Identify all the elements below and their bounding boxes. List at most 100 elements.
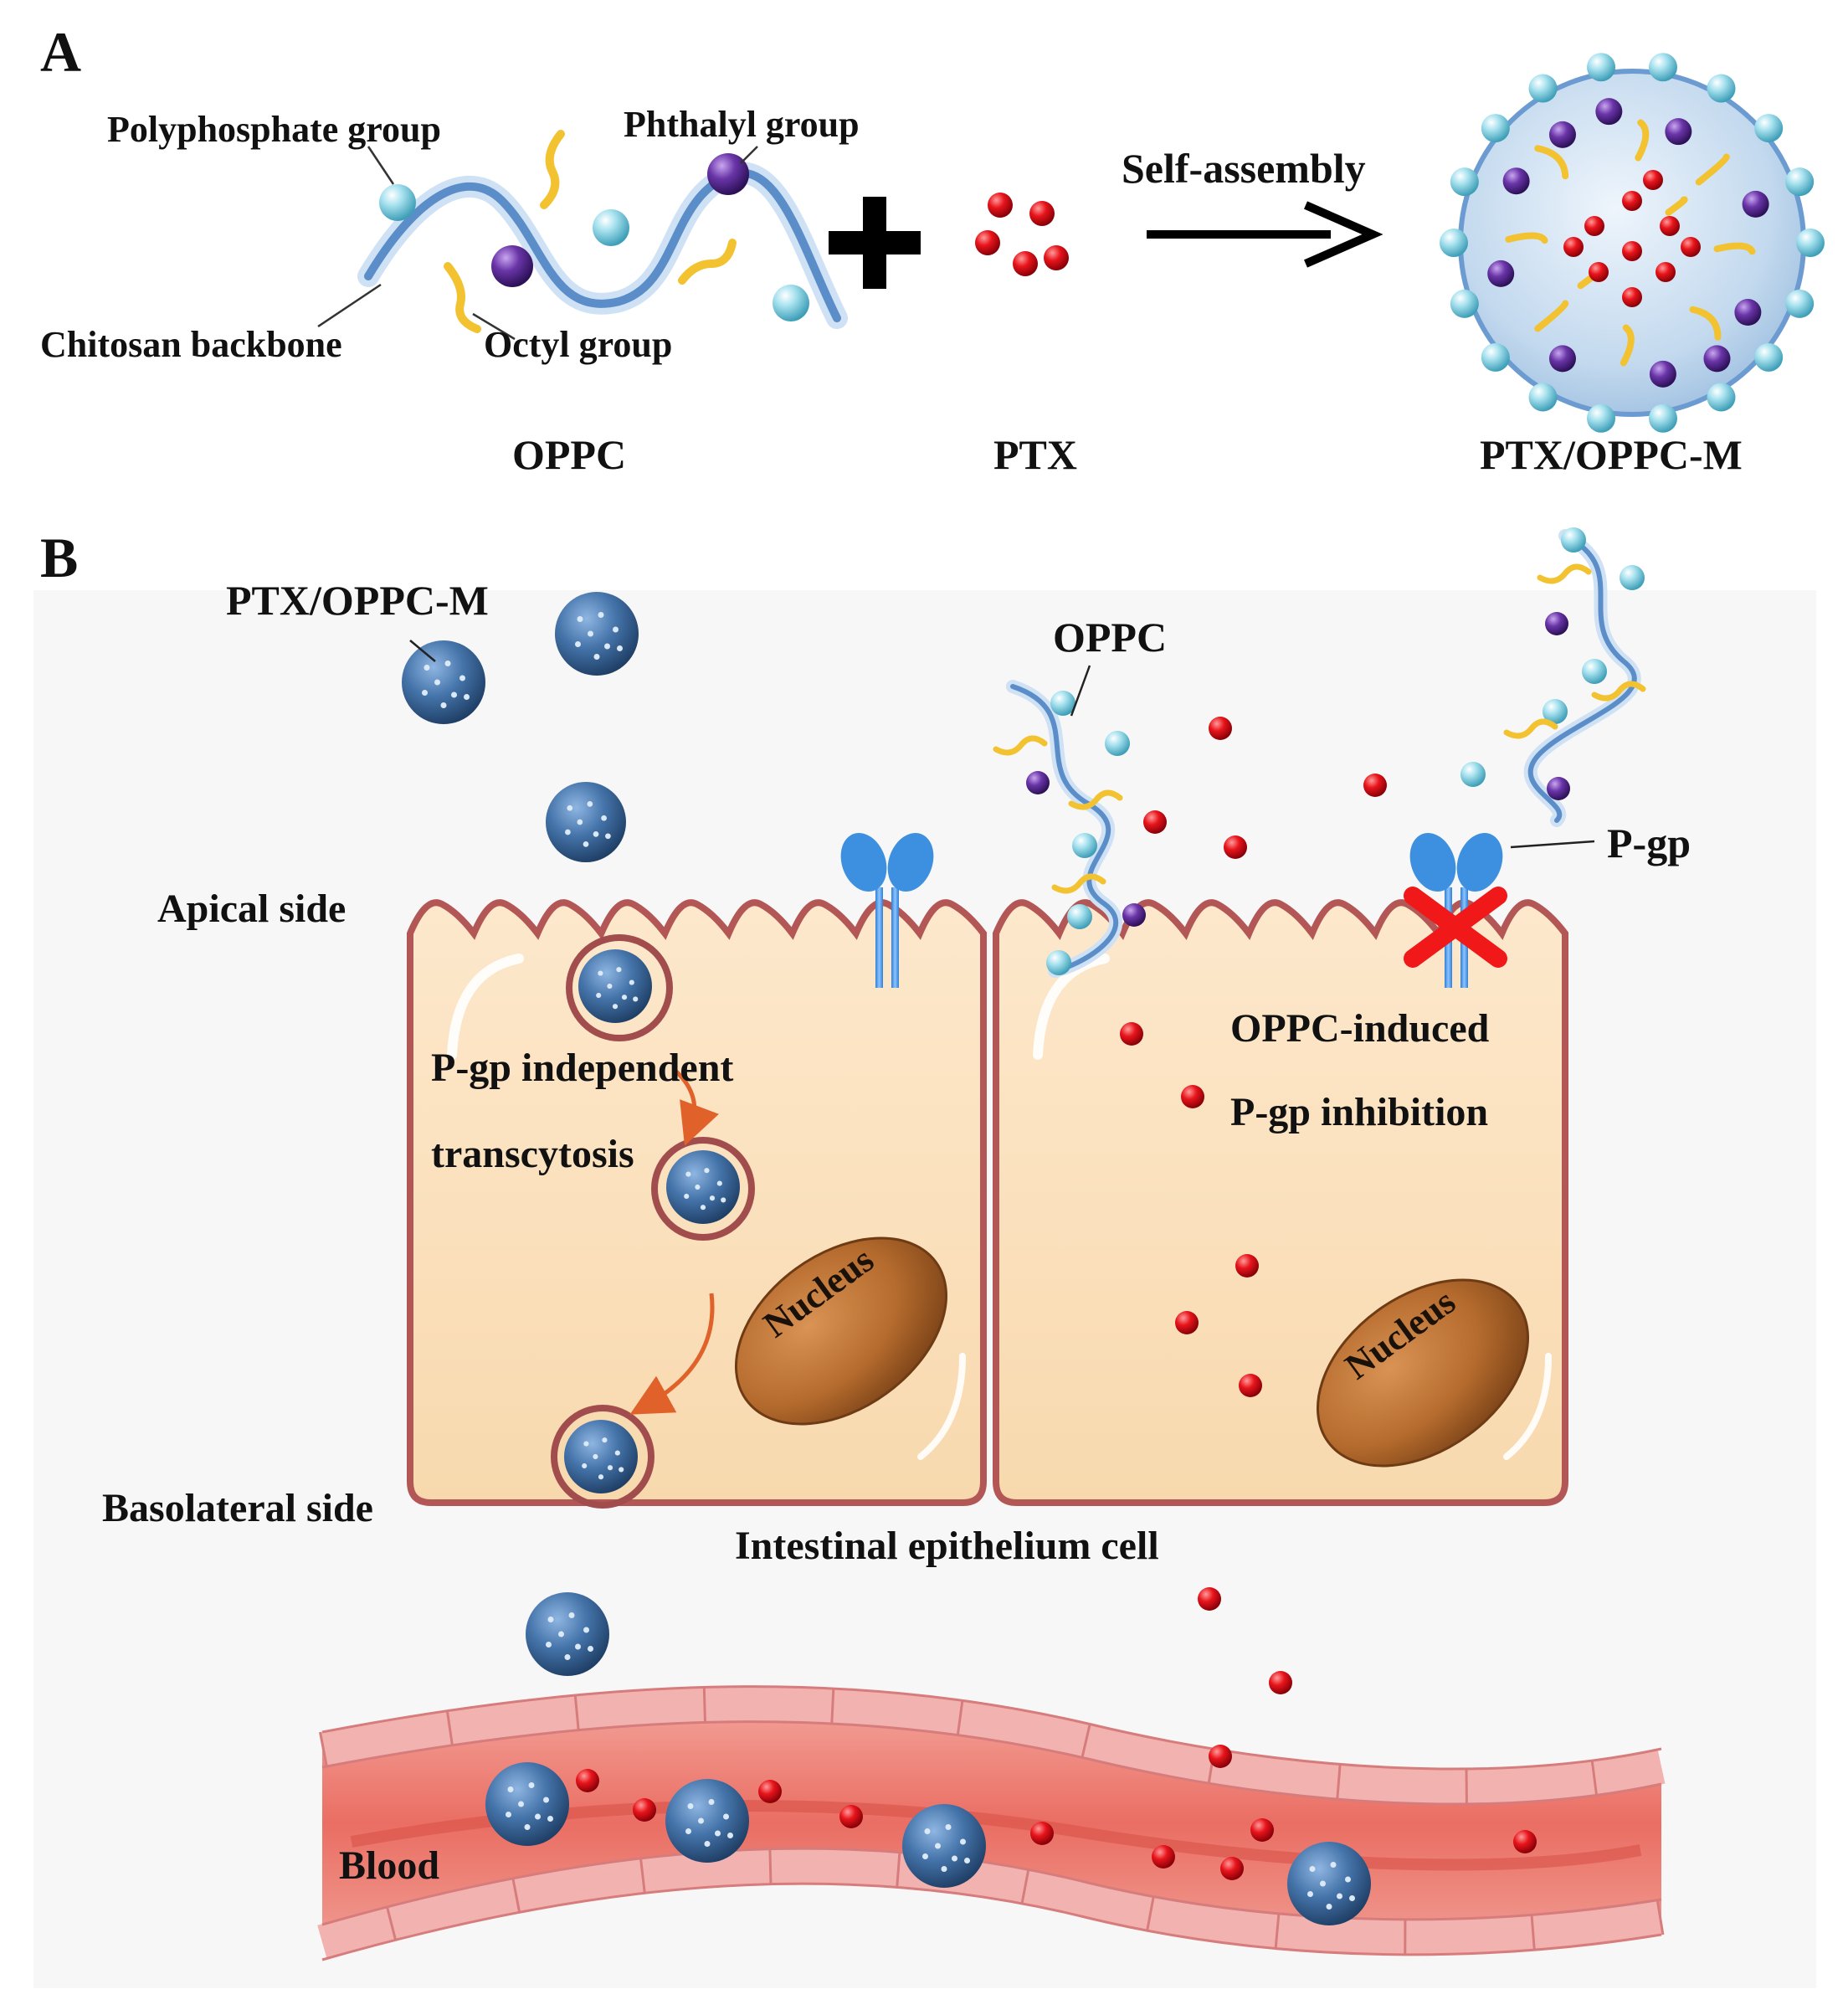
label-polyphosphate-group: Polyphosphate group <box>107 109 441 150</box>
micelle-particle-dot <box>598 1474 604 1480</box>
micelle-particle-dot <box>444 661 451 666</box>
label-oppc: OPPC <box>512 431 627 478</box>
micelle-particle-dot <box>598 612 604 618</box>
micelle-particle-dot <box>577 819 583 825</box>
octyl-tail <box>1635 119 1650 162</box>
micelle-particle <box>666 1150 740 1224</box>
micelle-particle-dot <box>924 1828 931 1834</box>
phthalyl-bead <box>1487 260 1515 287</box>
micelle-particle-dot <box>506 1812 511 1817</box>
phthalyl-bead <box>1703 345 1731 373</box>
ptx-drug <box>1224 835 1247 859</box>
label-transcytosis: transcytosis <box>431 1132 634 1176</box>
micelle-particle-dot <box>612 1004 619 1010</box>
micelle-particle-dot <box>695 1184 701 1190</box>
micelle-particle-dot <box>1345 1876 1351 1883</box>
micelle-particle-dot <box>704 1841 711 1847</box>
oppc-leader-line <box>1070 665 1091 717</box>
octyl-tail <box>1068 789 1123 810</box>
ptx-drug <box>1643 170 1663 190</box>
label-blood: Blood <box>339 1843 440 1888</box>
cell-highlight <box>1503 1353 1552 1460</box>
polyphosphate-bead <box>1460 762 1486 787</box>
octyl-tail <box>1534 145 1569 180</box>
polyphosphate-bead <box>1528 74 1558 103</box>
micelle-particle-dot <box>721 1197 726 1203</box>
vessel-wall-edge <box>321 1720 1662 1806</box>
ptx-drug <box>1513 1830 1537 1853</box>
micelle-particle-dot <box>708 1799 715 1805</box>
ptx-drug <box>1198 1587 1221 1611</box>
micelle-particle-dot <box>1320 1880 1326 1887</box>
micelle-particle-dot <box>583 1627 589 1633</box>
ptx-drug <box>1660 216 1680 236</box>
micelle-particle-dot <box>567 805 573 811</box>
micelle-particle-dot <box>613 626 619 633</box>
ptx-drug <box>1239 1374 1262 1397</box>
oppc-polymer-chain <box>317 130 848 341</box>
label-pgp: P-gp <box>1607 820 1691 866</box>
micelle-particle-dot <box>684 1193 690 1200</box>
nucleus-left <box>734 1236 948 1426</box>
micelle-particle-body <box>1287 1842 1371 1925</box>
polyphosphate-bead <box>1754 114 1784 143</box>
micelle-particle-dot <box>547 1816 553 1822</box>
micelle-particle-body <box>526 1592 609 1676</box>
plus-sign <box>829 197 921 289</box>
micelle-particle-dot <box>596 992 602 999</box>
micelle-particle-dot <box>952 1855 957 1862</box>
micelle-particle-dot <box>464 694 470 700</box>
ptx-drug <box>1250 1818 1274 1842</box>
vessel-wall-edge <box>321 1882 1662 1961</box>
micelle-particle-dot <box>1349 1895 1355 1901</box>
micelle-particle-dot <box>543 1797 549 1803</box>
micelle-particle-dot <box>518 1801 524 1807</box>
ptx-oppc-micelle <box>1440 53 1825 433</box>
phthalyl-bead <box>1548 121 1576 148</box>
micelle-particle-body <box>578 949 652 1023</box>
ptx-drug <box>1269 1671 1292 1694</box>
octyl-tail <box>1051 873 1106 894</box>
panel-a-letter: A <box>40 20 82 84</box>
micelle-particle-dot <box>685 1828 691 1834</box>
micelle-particle <box>485 1762 569 1846</box>
micelle-particle-body <box>546 782 626 862</box>
label-oppc-induced: OPPC-induced <box>1230 1006 1490 1051</box>
micelle-particle-body <box>902 1804 986 1888</box>
vessel-wall-edge <box>321 1685 1662 1771</box>
micelle-particle-dot <box>621 995 628 1000</box>
cell-highlight <box>917 1353 966 1460</box>
transcytosis-arrow <box>675 1070 719 1146</box>
micelle-particle-dot <box>605 833 611 840</box>
polyphosphate-bead <box>1450 167 1479 197</box>
micelle-particle-body <box>564 1420 638 1493</box>
panel-b-letter: B <box>40 526 79 589</box>
octyl-tail <box>1689 306 1722 341</box>
polyphosphate-bead <box>1587 53 1616 82</box>
polyphosphate-bead <box>1481 342 1510 372</box>
label-oppc-b: OPPC <box>1053 614 1168 661</box>
polyphosphate-bead <box>1707 383 1736 412</box>
micelle-particle-dot <box>451 691 457 698</box>
micelle-particle-dot <box>619 1467 624 1473</box>
ptx-drug <box>1363 774 1387 797</box>
phthalyl-bead <box>1734 299 1762 326</box>
micelle-particle-dot <box>422 690 428 696</box>
ptx-drug <box>1120 1022 1143 1046</box>
micelle-particle-dot <box>583 1441 589 1447</box>
phthalyl-bead <box>1026 771 1050 794</box>
pgp-leader-line <box>1510 840 1595 849</box>
polyphosphate-bead <box>1440 229 1468 257</box>
ptx-drug <box>1175 1311 1199 1334</box>
ptx-drug <box>1181 1085 1204 1108</box>
phthalyl-bead <box>1122 903 1146 927</box>
micelle-particle-dot <box>1326 1904 1332 1910</box>
micelle-particle <box>665 1779 749 1863</box>
vesicle-membrane <box>551 1405 654 1509</box>
micelle-particle-dot <box>568 1612 575 1618</box>
polyphosphate-bead <box>1450 289 1479 318</box>
polyphosphate-bead <box>1648 53 1677 82</box>
polyphosphate-bead <box>1587 404 1616 433</box>
micelle-particle-dot <box>700 1205 706 1211</box>
